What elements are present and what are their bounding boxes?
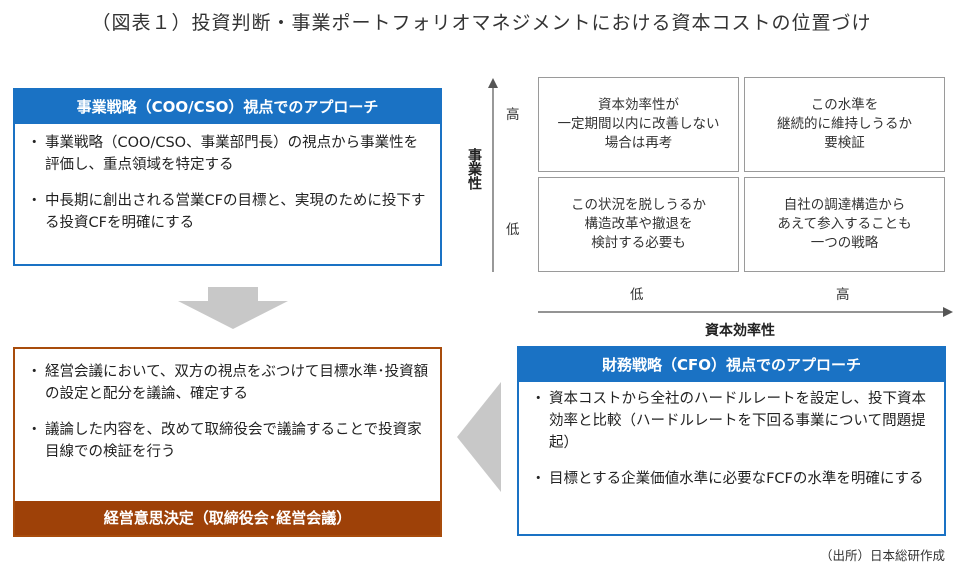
x-axis-title: 資本効率性 — [705, 323, 775, 339]
x-low-label: 低 — [630, 287, 644, 303]
figure-title: （図表１）投資判断・事業ポートフォリオマネジメントにおける資本コストの位置づけ — [91, 12, 872, 34]
finance-strategy-box: 財務戦略（CFO）視点でのアプローチ 資本コストから全社のハードルレートを設定し… — [517, 346, 946, 536]
y-high-label: 高 — [506, 107, 520, 123]
business-strategy-box: 事業戦略（COO/CSO）視点でのアプローチ 事業戦略（COO/CSO、事業部門… — [13, 88, 442, 266]
cell-low-business-high-efficiency: 自社の調達構造から あえて参入することも 一つの戦略 — [744, 177, 945, 272]
business-bullet-2: 中長期に創出される営業CFの目標と、実現のために投下する投資CFを明確にする — [27, 190, 430, 234]
down-arrow-icon — [178, 287, 288, 329]
decision-footer: 経営意思決定（取締役会･経営会議） — [15, 501, 440, 535]
business-strategy-header: 事業戦略（COO/CSO）視点でのアプローチ — [15, 90, 440, 124]
source-note: （出所）日本総研作成 — [819, 548, 945, 563]
y-axis-title: 事業性 — [466, 148, 482, 190]
left-arrow-icon — [457, 382, 501, 492]
decision-bullet-1: 経営会議において、双方の視点をぶつけて目標水準･投資額の設定と配分を議論、確定す… — [27, 361, 430, 405]
cell-high-business-low-efficiency: 資本効率性が 一定期間以内に改善しない 場合は再考 — [538, 77, 739, 172]
y-axis-arrow — [488, 78, 498, 272]
y-low-label: 低 — [506, 222, 520, 238]
finance-bullet-1: 資本コストから全社のハードルレートを設定し、投下資本効率と比較（ハードルレートを… — [531, 388, 936, 454]
business-bullet-1: 事業戦略（COO/CSO、事業部門長）の視点から事業性を評価し、重点領域を特定す… — [27, 132, 430, 176]
x-axis-arrow — [538, 307, 953, 317]
finance-bullet-2: 目標とする企業価値水準に必要なFCFの水準を明確にする — [531, 468, 936, 490]
finance-strategy-header: 財務戦略（CFO）視点でのアプローチ — [519, 348, 944, 382]
decision-box: 経営会議において、双方の視点をぶつけて目標水準･投資額の設定と配分を議論、確定す… — [13, 347, 442, 537]
x-high-label: 高 — [836, 287, 850, 303]
decision-bullet-2: 議論した内容を、改めて取締役会で議論することで投資家目線での検証を行う — [27, 419, 430, 463]
cell-high-business-high-efficiency: この水準を 継続的に維持しうるか 要検証 — [744, 77, 945, 172]
cell-low-business-low-efficiency: この状況を脱しうるか 構造改革や撤退を 検討する必要も — [538, 177, 739, 272]
